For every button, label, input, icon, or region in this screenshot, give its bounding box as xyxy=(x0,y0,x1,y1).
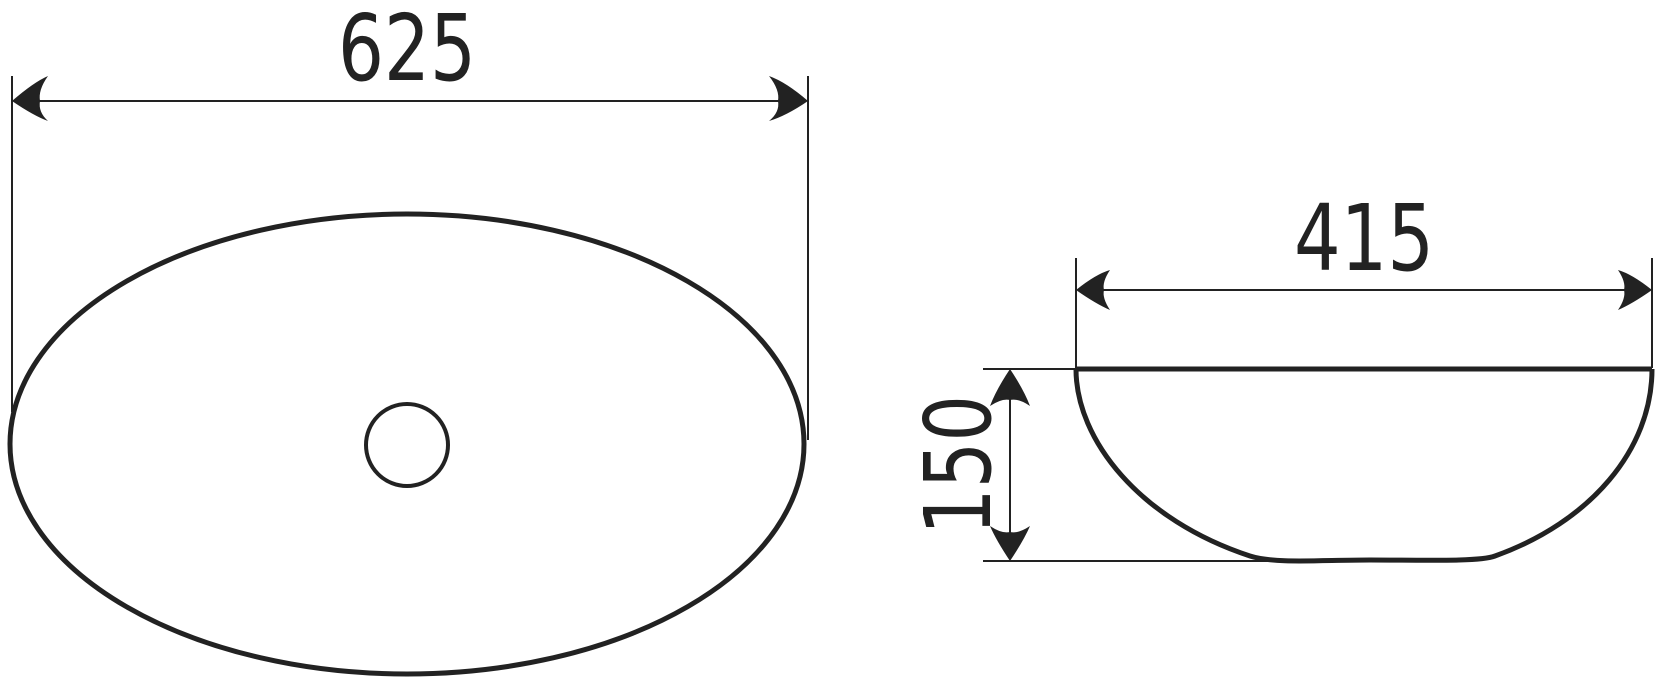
side-view-height-label: 150 xyxy=(905,395,1012,535)
top-view-left-arrowhead xyxy=(12,76,48,121)
basin-oval-outline xyxy=(7,211,807,677)
side-view-width-label: 415 xyxy=(1294,185,1434,292)
top-view: 625 xyxy=(7,0,809,677)
side-view-left-arrowhead xyxy=(1076,270,1110,310)
top-view-right-arrowhead xyxy=(769,76,808,121)
top-view-width-label: 625 xyxy=(338,0,476,102)
side-view-bottom-arrowhead xyxy=(990,526,1030,561)
drain-hole xyxy=(364,402,450,488)
basin-profile-body xyxy=(1073,368,1655,564)
side-view-top-arrowhead xyxy=(990,369,1030,406)
side-view: 415 150 xyxy=(905,185,1655,564)
side-view-right-arrowhead xyxy=(1618,270,1652,310)
